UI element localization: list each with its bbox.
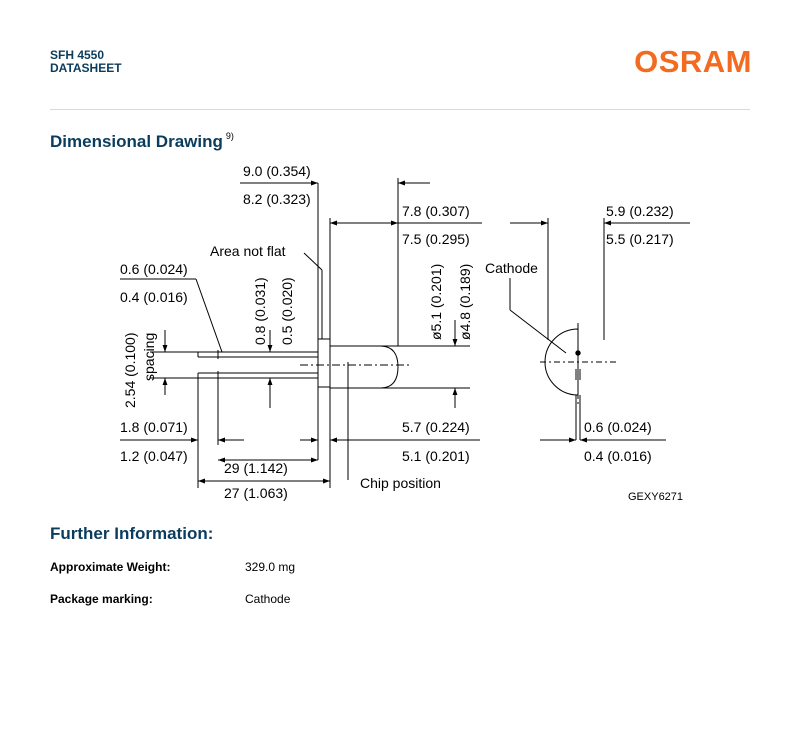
led-front-view <box>544 328 579 396</box>
dim-lead-stub-min: 1.2 (0.047) <box>120 448 188 464</box>
dim-lead-stub-max: 1.8 (0.071) <box>120 419 188 435</box>
dim-length-max: 9.0 (0.354) <box>243 163 311 179</box>
dim-lead-width-min: 0.4 (0.016) <box>120 289 188 305</box>
dim-diameter-min: ø4.8 (0.189) <box>457 264 473 340</box>
product-name: SFH 4550 <box>50 48 105 62</box>
further-information-title: Further Information: <box>50 524 214 543</box>
dim-pin-min: 0.4 (0.016) <box>584 448 652 464</box>
marking-value: Cathode <box>245 592 291 606</box>
chip-position-label: Chip position <box>360 475 441 491</box>
led-lens-body <box>330 345 399 389</box>
footnote-marker: 9) <box>225 131 234 141</box>
dim-lead-length-min: 27 (1.063) <box>224 485 288 501</box>
dim-lead-thickness-max: 0.8 (0.031) <box>252 277 268 345</box>
dim-lead-thickness-min: 0.5 (0.020) <box>279 277 295 345</box>
doc-header-left: SFH 4550 DATASHEET <box>50 49 122 75</box>
led-flange <box>317 338 331 388</box>
dim-flat-min: 5.5 (0.217) <box>606 231 674 247</box>
cathode-label: Cathode <box>485 260 538 276</box>
osram-logo: OSRAM <box>634 44 752 79</box>
dim-body-length-min: 7.5 (0.295) <box>402 231 470 247</box>
info-row-weight: Approximate Weight: 329.0 mg <box>50 560 295 574</box>
header-divider <box>50 109 750 110</box>
marking-label: Package marking: <box>50 592 153 606</box>
dim-lead-width-max: 0.6 (0.024) <box>120 261 188 277</box>
weight-label: Approximate Weight: <box>50 560 171 574</box>
dim-pin-max: 0.6 (0.024) <box>584 419 652 435</box>
dim-lead-spacing: 2.54 (0.100) <box>122 333 138 409</box>
dim-chip-max: 5.7 (0.224) <box>402 419 470 435</box>
drawing-code: GEXY6271 <box>628 491 683 503</box>
weight-value: 329.0 mg <box>245 560 296 574</box>
dim-flat-max: 5.9 (0.232) <box>606 203 674 219</box>
dimensional-drawing-title-text: Dimensional Drawing <box>50 132 223 151</box>
dim-body-length-max: 7.8 (0.307) <box>402 203 470 219</box>
doc-type: DATASHEET <box>50 61 122 75</box>
dim-chip-min: 5.1 (0.201) <box>402 448 470 464</box>
dim-diameter-max: ø5.1 (0.201) <box>428 264 444 340</box>
spacing-label: spacing <box>141 333 157 381</box>
info-row-marking: Package marking: Cathode <box>50 592 290 606</box>
dim-length-min: 8.2 (0.323) <box>243 191 311 207</box>
dim-lead-length-max: 29 (1.142) <box>224 460 288 476</box>
area-not-flat-label: Area not flat <box>210 243 286 259</box>
